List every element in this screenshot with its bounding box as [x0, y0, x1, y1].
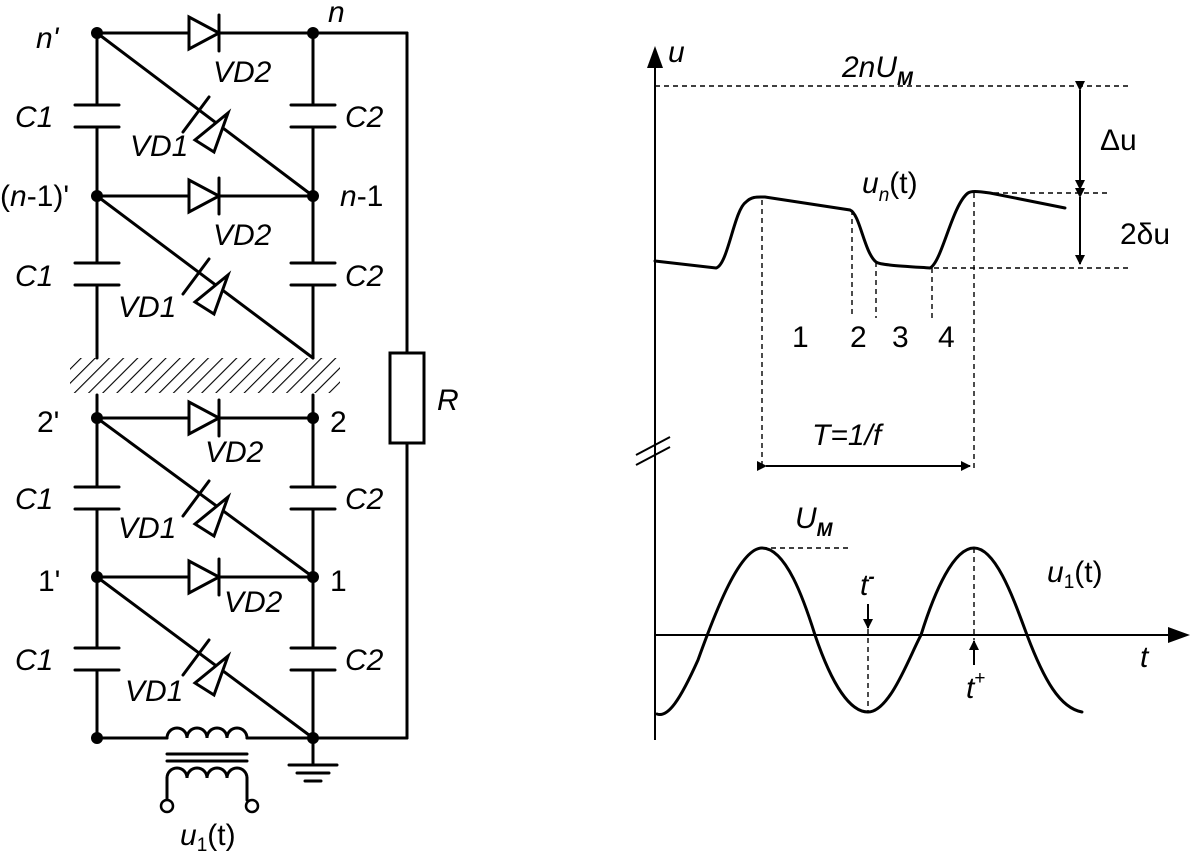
- capacitor-c1-symbols: [73, 103, 121, 672]
- waveform-plot: u t: [635, 36, 1190, 740]
- t-axis-label: t: [1140, 641, 1150, 674]
- vd2-label: VD2: [213, 56, 272, 89]
- vd1-branches: [95, 31, 315, 740]
- interval-labels: 1 2 3 4: [792, 321, 955, 354]
- c1-label: C1: [15, 644, 53, 677]
- load-resistor: [311, 31, 426, 740]
- c2-label: C2: [345, 260, 384, 293]
- circuit-schematic: n' n (n-1)' n-1 2' 2 1' 1 C1 C1 C1 C1 C2…: [0, 0, 459, 852]
- source-label: u1(t): [180, 819, 236, 852]
- vd1-label: VD1: [118, 291, 176, 324]
- u-axis-label: u: [668, 36, 685, 69]
- vd2-labels: VD2 VD2 VD2 VD2: [205, 56, 283, 619]
- plot-axes: [635, 46, 1190, 740]
- output-voltage-curve: [653, 190, 1067, 270]
- resistor-label: R: [437, 384, 459, 417]
- input-voltage-curve: [655, 546, 1084, 717]
- period-label: T=1/f: [812, 419, 884, 452]
- c1-label: C1: [15, 101, 53, 134]
- u1-curve-label: u1(t): [1047, 556, 1103, 593]
- c2-label: C2: [345, 483, 384, 516]
- junction-dots: [91, 27, 319, 744]
- vd1-label: VD1: [125, 675, 183, 708]
- level-2num-label: 2nUM: [841, 51, 914, 90]
- node-2-prime-label: 2': [37, 406, 59, 439]
- vd2-label: VD2: [213, 219, 272, 252]
- transformer-source: [95, 726, 315, 814]
- c2-label: C2: [345, 644, 384, 677]
- node-n-1-prime-label: (n-1)': [0, 180, 69, 213]
- t-plus-label: t+: [966, 668, 985, 705]
- un-curve-label: un(t): [862, 167, 918, 206]
- interval-4-label: 4: [938, 321, 955, 354]
- two-delta-u-label: 2δu: [1120, 218, 1170, 251]
- node-2-label: 2: [330, 406, 347, 439]
- c2-labels: C2 C2 C2 C2: [345, 101, 384, 677]
- ground-symbol: [287, 736, 339, 783]
- time-markers: [863, 604, 979, 665]
- c1-labels: C1 C1 C1 C1: [15, 101, 53, 677]
- vd2-branches: [95, 13, 315, 597]
- interval-1-label: 1: [792, 321, 809, 354]
- vd2-label: VD2: [205, 436, 264, 469]
- c2-label: C2: [345, 101, 384, 134]
- t-minus-label: t-: [860, 567, 875, 602]
- c1-label: C1: [15, 483, 53, 516]
- node-n-label: n: [328, 0, 345, 29]
- amplitude-label: UM: [795, 502, 834, 541]
- vd2-label: VD2: [224, 586, 283, 619]
- vd1-label: VD1: [118, 512, 176, 545]
- interval-2-label: 2: [850, 321, 867, 354]
- node-1-prime-label: 1': [38, 565, 60, 598]
- node-n-1-label: n-1: [340, 180, 383, 213]
- interval-3-label: 3: [892, 321, 909, 354]
- reference-dashed-lines: [655, 85, 1132, 712]
- node-n-prime-label: n': [36, 22, 60, 55]
- node-1-label: 1: [330, 565, 347, 598]
- ladder-break-hatch: [70, 358, 340, 393]
- delta-u-label: Δu: [1100, 124, 1137, 157]
- vd1-labels: VD1 VD1 VD1 VD1: [118, 130, 188, 708]
- vd1-label: VD1: [130, 130, 188, 163]
- capacitor-c2-symbols: [289, 103, 337, 672]
- c1-label: C1: [15, 260, 53, 293]
